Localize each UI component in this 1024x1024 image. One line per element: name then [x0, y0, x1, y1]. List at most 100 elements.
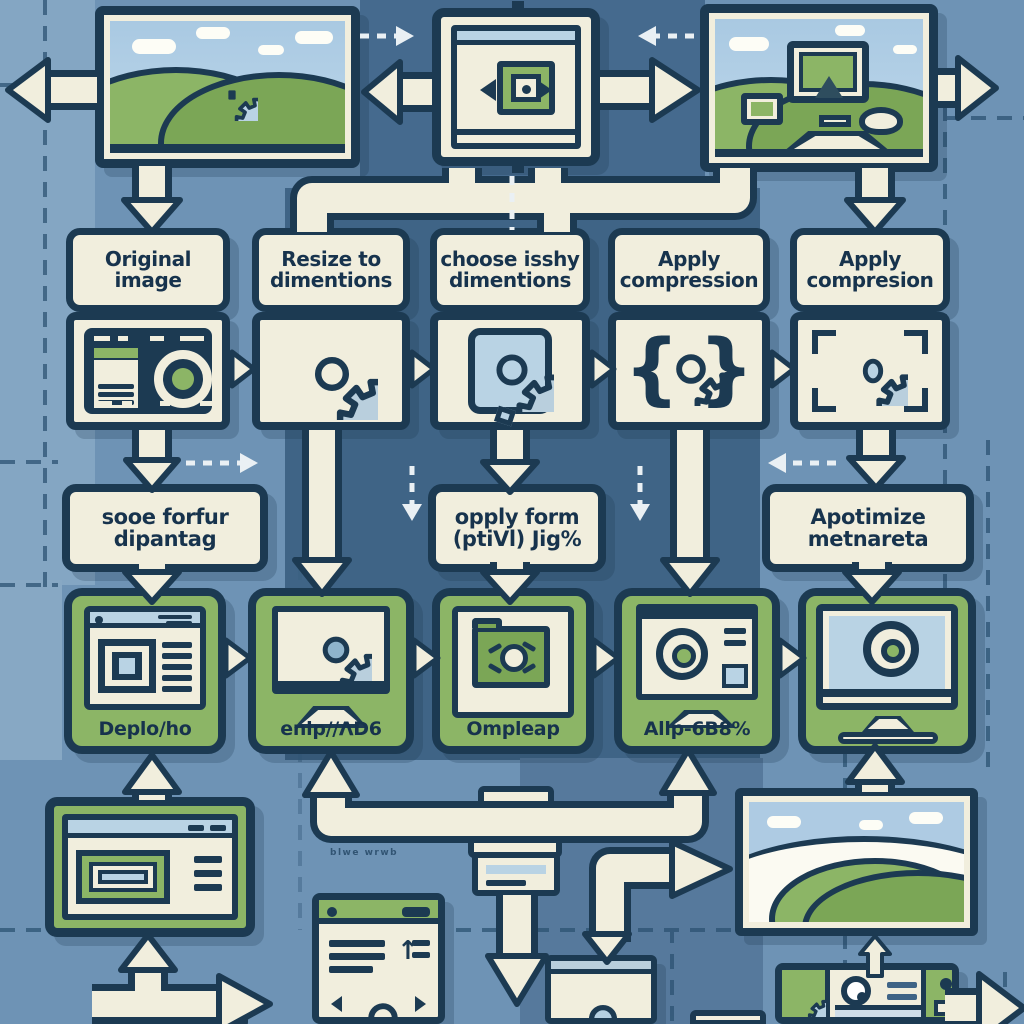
dash: [210, 825, 226, 831]
cropmark-icon: [904, 330, 928, 354]
cloud-icon: [859, 820, 883, 830]
label-line: Apply: [657, 247, 720, 271]
panel-cell-knob: [835, 970, 921, 1017]
starburst-gear-icon: [786, 978, 826, 1018]
line: [887, 982, 917, 988]
label-line: Resize to: [281, 247, 381, 271]
bg-left-green-row: [0, 580, 62, 760]
stand-face: [867, 719, 909, 729]
monitor-window-icon: [636, 604, 758, 700]
card-topbar: [551, 961, 651, 974]
stand-face: [301, 710, 361, 724]
monitor-stand: [294, 706, 368, 728]
resize-center-dot: [522, 85, 531, 94]
nested-square: [112, 652, 142, 680]
icon-box-gear-square: [430, 312, 590, 430]
step-label-original-image: Original image: [66, 228, 230, 312]
dash: [122, 401, 132, 406]
monitor-screen: [799, 52, 857, 98]
monitor-bottom-bar: [823, 689, 951, 697]
line: [162, 642, 192, 648]
browser-window-icon: [84, 606, 206, 710]
small-tile: [934, 1000, 952, 1016]
monitor-icon: [816, 604, 958, 710]
arrow-right-small-icon: [536, 79, 563, 101]
label-line: dimentions: [448, 268, 572, 292]
window-footer: [457, 129, 575, 135]
dash: [94, 336, 110, 341]
bug-leg: [487, 662, 503, 675]
gear-icon: [314, 356, 378, 420]
dot-icon: [940, 978, 952, 990]
paper-sheet: [472, 852, 560, 896]
label-line: dimentions: [269, 268, 393, 292]
pill: [402, 907, 430, 917]
top-tick: [512, 1, 524, 13]
label-line: opply form: [454, 504, 580, 529]
mountain-icon: [815, 62, 843, 98]
label-line: metnareta: [807, 527, 929, 551]
side-panel: [722, 664, 748, 688]
panel-cell-right: [921, 970, 952, 1017]
lens-center: [881, 639, 905, 663]
line: [329, 940, 385, 947]
nested-screen: [98, 870, 148, 884]
line: [162, 664, 192, 670]
line: [724, 640, 746, 646]
bottom-tick: [512, 161, 524, 173]
monitor-icon: [272, 606, 390, 694]
green-box-allp: Allp-6B8%: [614, 588, 780, 754]
dash: [180, 336, 204, 341]
window-titlebar: [457, 31, 575, 45]
arrow-left-small-icon: [469, 79, 496, 101]
dash: [118, 336, 128, 341]
label-line: Apply: [838, 247, 901, 271]
monitor-neck: [819, 115, 851, 127]
original-image-card: [95, 6, 360, 168]
gear-icon: [588, 1004, 618, 1018]
monitor-stand: [862, 716, 914, 732]
lens-rings-icon: [656, 628, 708, 680]
knob-dot: [857, 992, 867, 1002]
cloud-icon: [258, 45, 284, 55]
gear-icon: [676, 354, 728, 406]
line: [194, 884, 222, 891]
gear-icon: [862, 358, 908, 406]
panel-cell-gear: [782, 970, 830, 1017]
step-label-apply-compression: Apply compression: [608, 228, 770, 312]
folder-tab: [472, 618, 502, 628]
right-brace-icon: }: [698, 324, 754, 414]
green-box-label: Deplo/ho: [98, 718, 192, 740]
dot-icon: [95, 616, 103, 624]
icon-box-gear-braces: { }: [608, 312, 770, 430]
cropmark-icon: [904, 388, 928, 412]
step-label-apotimize: Apotimize metnareta: [762, 484, 974, 572]
monitor-bottom-bar: [278, 681, 384, 688]
line: [98, 384, 134, 389]
line: [98, 392, 134, 397]
knob-icon: [841, 976, 871, 1006]
monitor-icon: [787, 41, 869, 103]
green-box-deploho: Deplo/ho: [64, 588, 226, 754]
line: [724, 628, 746, 634]
computer-scene: [715, 19, 923, 157]
dash: [96, 401, 112, 406]
line: [194, 870, 222, 877]
label-line: Apotimize: [810, 504, 926, 529]
resize-card: [432, 1, 600, 173]
label-line: dipantag: [113, 527, 217, 551]
line: [158, 615, 192, 619]
step-label-apply-compresion: Apply compresion: [790, 228, 950, 312]
cloud-icon: [767, 816, 801, 828]
line: [329, 953, 385, 960]
step-label-resize: Resize to dimentions: [252, 228, 410, 312]
lens-rings-icon: [863, 621, 919, 677]
label-line: image: [114, 268, 182, 292]
panel-second-row: [835, 1005, 921, 1017]
folder-card: [452, 606, 574, 718]
landscape-thumbnail: [110, 21, 345, 153]
resize-window: [451, 25, 581, 149]
list-panel: [94, 360, 138, 408]
cloud-icon: [835, 25, 865, 36]
line: [162, 653, 192, 659]
